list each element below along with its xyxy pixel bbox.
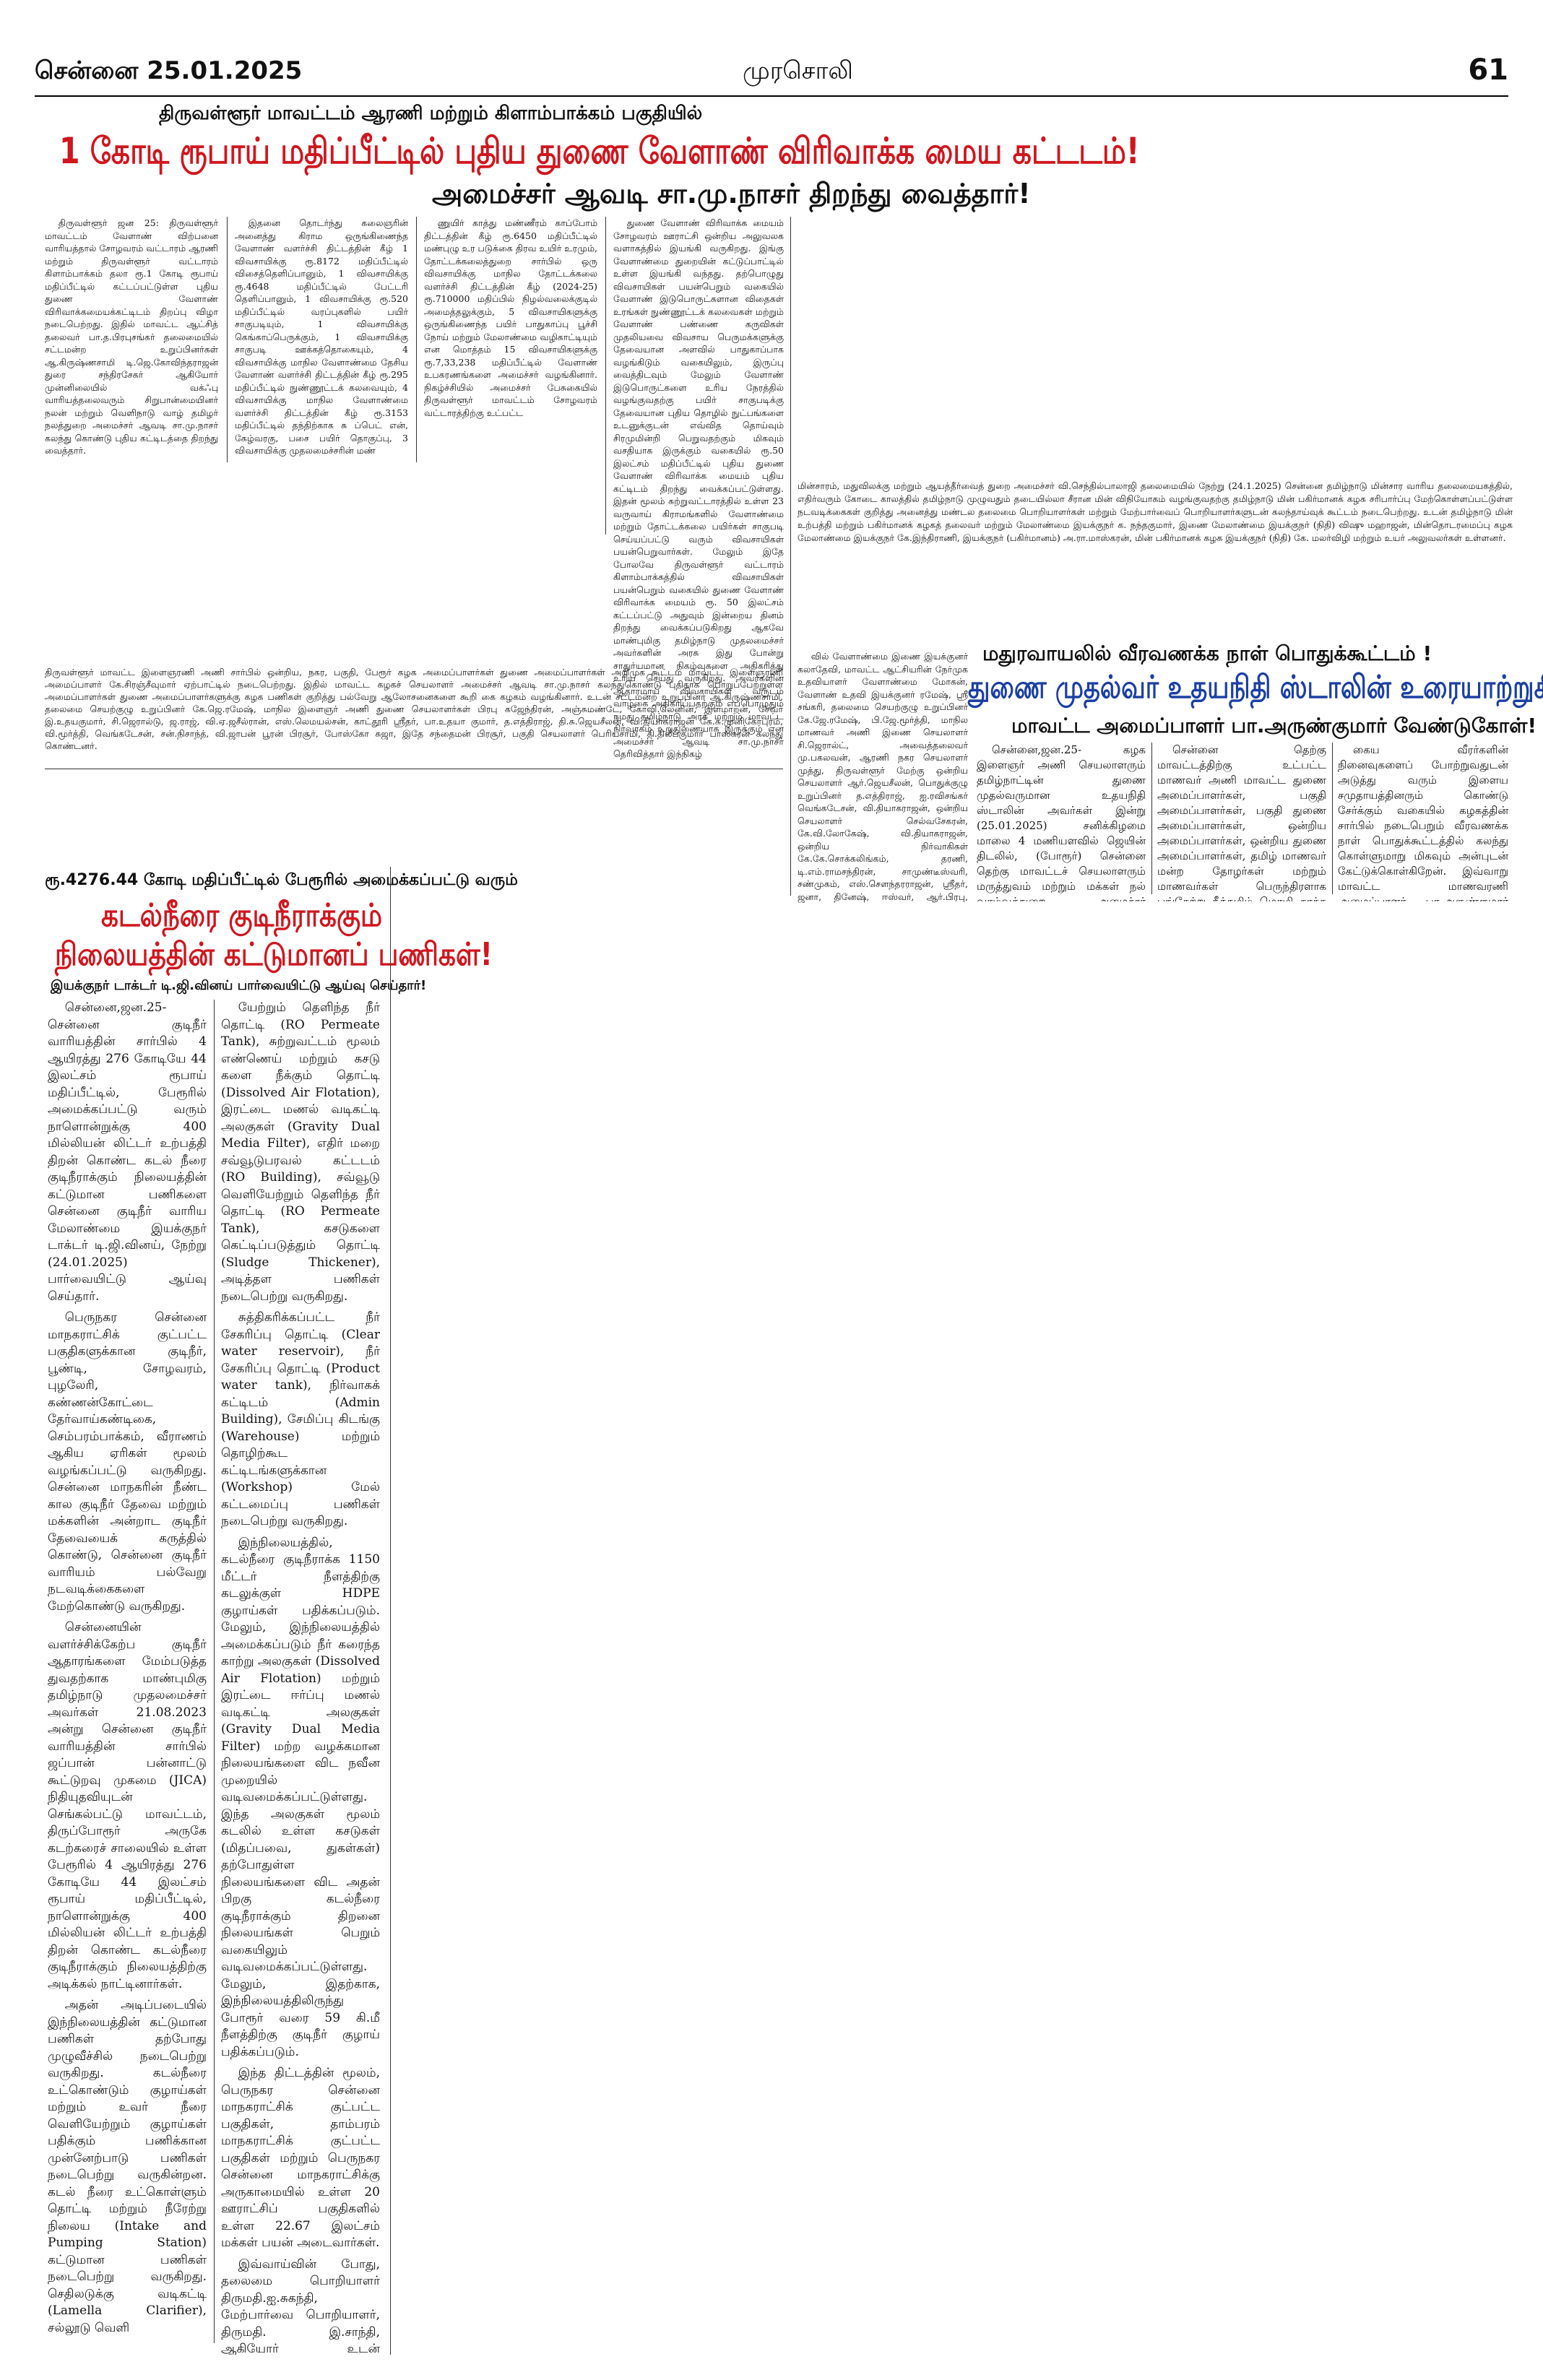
column-divider bbox=[1332, 743, 1333, 894]
paragraph: சென்னை தெற்கு மாவட்டத்திற்கு உட்பட்ட மாண… bbox=[1157, 743, 1326, 901]
paragraph: சென்னை,ஜன.25- சென்னை குடிநீர் வாரியத்தின… bbox=[48, 1000, 207, 1304]
story1-column-3: ணுயிர் காத்து மண்ணீரம் காப்போம் திட்டத்த… bbox=[424, 217, 597, 477]
story1-column-4: துணை வேளாண் விரிவாக்க மையம் சோழவரம் ஊராட… bbox=[613, 217, 784, 896]
paragraph: சென்னையின் வளர்ச்சிக்கேற்ப குடிநீர் ஆதார… bbox=[48, 1620, 207, 1991]
paragraph: திருவள்ளூர் ஜன 25: திருவள்ளூர் மாவட்டம் … bbox=[45, 217, 218, 456]
column-divider bbox=[416, 217, 417, 462]
story3-subhead: மாவட்ட அமைப்பாளர் பா.அருண்குமார் வேண்டுக… bbox=[1011, 714, 1537, 737]
column-divider bbox=[390, 867, 391, 2355]
paragraph: துணை வேளாண் விரிவாக்க மையம் சோழவரம் ஊராட… bbox=[613, 217, 784, 759]
story1-subhead: அமைச்சர் ஆவடி சா.மு.நாசர் திறந்து வைத்தா… bbox=[432, 178, 1031, 209]
paragraph: கைய வீரர்களின் நினைவுகளைப் போற்றுவதுடன் … bbox=[1338, 743, 1508, 901]
column-divider bbox=[214, 1000, 215, 2343]
paragraph: இதனை தொடர்ந்து கலைஞரின் அனைத்து கிராம ஒர… bbox=[235, 217, 408, 456]
paragraph: அதன் அடிப்படையில் இந்நிலையத்தின் கட்டுமா… bbox=[48, 1998, 207, 2335]
story2-column-1: சென்னை,ஜன.25- சென்னை குடிநீர் வாரியத்தின… bbox=[48, 1000, 207, 2355]
meeting-photo-caption: மின்சாரம், மதுவிலக்கு மற்றும் ஆயத்தீர்வை… bbox=[798, 480, 1513, 543]
page-header: சென்னை 25.01.2025 முரசொலி 61 bbox=[35, 53, 1508, 95]
story3-kicker: மதுரவாயலில் வீரவணக்க நாள் பொதுக்கூட்டம் … bbox=[982, 641, 1432, 665]
youth-wing-photo-caption: திருவள்ளூர் மாவட்ட இளைஞரணி அணி சார்பில் … bbox=[45, 667, 783, 751]
story1-column-1: திருவள்ளூர் ஜன 25: திருவள்ளூர் மாவட்டம் … bbox=[45, 217, 218, 477]
paragraph: யேற்றும் தெளிந்த நீர் தொட்டி (RO Permeat… bbox=[221, 1000, 380, 1304]
paragraph: இந்த திட்டத்தின் மூலம், பெருநகர சென்னை ம… bbox=[221, 2066, 380, 2250]
column-divider bbox=[790, 217, 791, 896]
paragraph: இவ்வாய்வின் போது, தலைமை பொறியாளர் திருமத… bbox=[221, 2256, 380, 2355]
paragraph: சுத்திகரிக்கப்பட்ட நீர் சேகரிப்பு தொட்டி… bbox=[221, 1310, 380, 1528]
paragraph: வில் வேளாண்மை இணை இயக்குனர் கலாதேவி, மாவ… bbox=[798, 651, 968, 902]
story1-headline: 1 கோடி ரூபாய் மதிப்பீட்டில் புதிய துணை வ… bbox=[59, 130, 1140, 172]
paragraph: பெருநகர சென்னை மாநகராட்சிக் குட்பட்ட பகு… bbox=[48, 1310, 207, 1614]
story3-headline: துணை முதல்வர் உதயநிதி ஸ்டாலின் உரையாற்று… bbox=[968, 669, 1543, 706]
story2-headline-line1: கடல்நீரை குடிநீராக்கும் bbox=[101, 897, 383, 934]
meeting-photo bbox=[798, 217, 1513, 478]
story2-column-2: யேற்றும் தெளிந்த நீர் தொட்டி (RO Permeat… bbox=[221, 1000, 380, 2355]
issue-date: சென்னை 25.01.2025 bbox=[35, 56, 303, 85]
story3-column-2: சென்னை தெற்கு மாவட்டத்திற்கு உட்பட்ட மாண… bbox=[1157, 743, 1326, 901]
paragraph: சென்னை,ஜன.25- கழக இளைஞர் அணி செயலாளரும் … bbox=[977, 743, 1146, 901]
story2-headline-line2: நிலையத்தின் கட்டுமானப் பணிகள்! bbox=[55, 936, 493, 973]
paragraph: ணுயிர் காத்து மண்ணீரம் காப்போம் திட்டத்த… bbox=[424, 217, 597, 418]
header-rule bbox=[35, 95, 1508, 97]
paragraph: இந்நிலையத்தில், கடல்நீரை குடிநீராக்க 115… bbox=[221, 1535, 380, 2059]
story3-column-3: கைய வீரர்களின் நினைவுகளைப் போற்றுவதுடன் … bbox=[1338, 743, 1508, 901]
story1-column-5: வில் வேளாண்மை இணை இயக்குனர் கலாதேவி, மாவ… bbox=[798, 650, 968, 903]
story1-kicker: திருவள்ளூர் மாவட்டம் ஆரணி மற்றும் கிளாம்… bbox=[159, 103, 703, 124]
story1-column-2: இதனை தொடர்ந்து கலைஞரின் அனைத்து கிராம ஒர… bbox=[235, 217, 408, 477]
page-number: 61 bbox=[1468, 53, 1508, 87]
story2-kicker: ரூ.4276.44 கோடி மதிப்பீட்டில் பேரூரில் அ… bbox=[45, 871, 518, 889]
story3-column-1: சென்னை,ஜன.25- கழக இளைஞர் அணி செயலாளரும் … bbox=[977, 743, 1146, 901]
column-divider bbox=[227, 217, 228, 462]
event-photo-1 bbox=[45, 480, 597, 661]
column-divider bbox=[1151, 743, 1152, 894]
story2-subhead: இயக்குநர் டாக்டர் டி.ஜி.வினய் பார்வையிட்… bbox=[51, 978, 427, 993]
newspaper-name: முரசொலி bbox=[743, 56, 853, 85]
column-divider bbox=[605, 217, 606, 535]
